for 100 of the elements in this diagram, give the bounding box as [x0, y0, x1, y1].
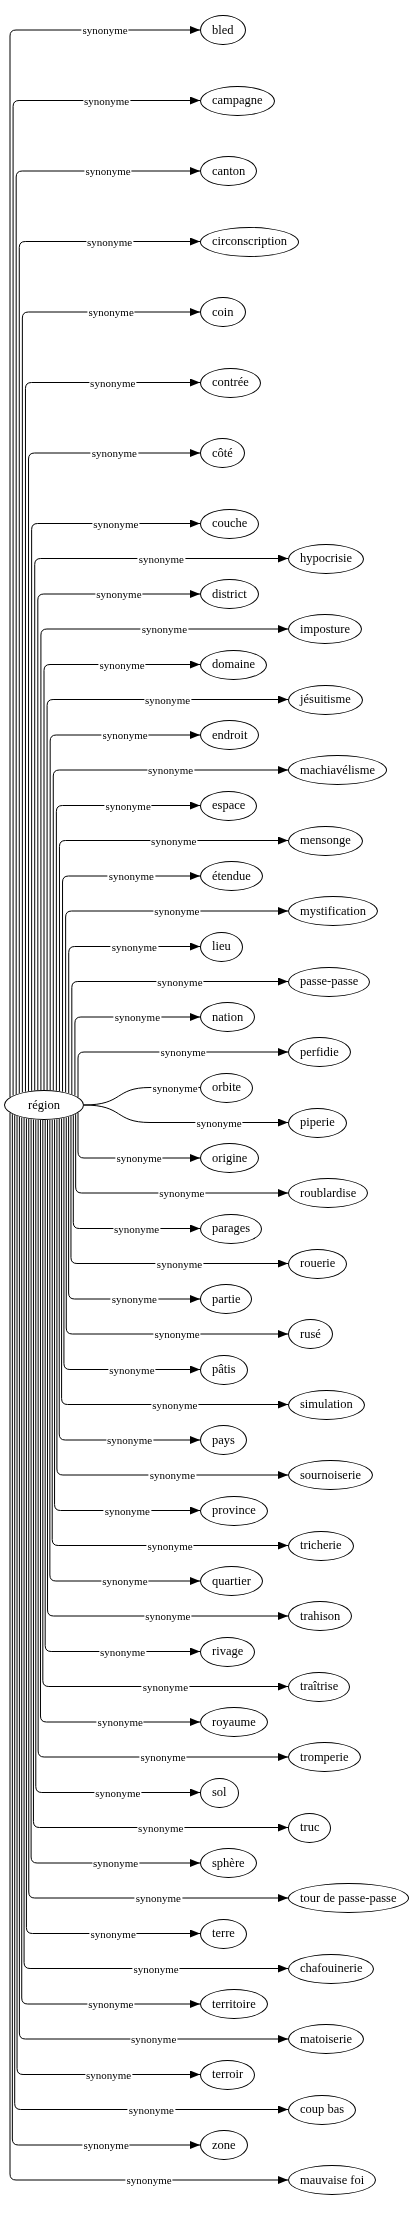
node-text: chafouinerie	[300, 1962, 363, 1975]
node-text: canton	[212, 164, 246, 178]
ellipse-node	[200, 1636, 256, 1667]
ellipse-node	[200, 1425, 247, 1455]
node-text: coin	[212, 305, 234, 319]
node-text: piperie	[300, 1116, 335, 1129]
node-text: quartier	[212, 1574, 251, 1588]
node-text: domaine	[212, 658, 256, 671]
node-text: royaume	[212, 1715, 256, 1729]
ellipse-node	[200, 1284, 253, 1314]
node-text: roublardise	[300, 1186, 357, 1200]
ellipse-node	[200, 2059, 256, 2090]
node-text: pâtis	[212, 1363, 236, 1376]
node-text: nation	[212, 1010, 244, 1024]
ellipse-node	[288, 1107, 347, 1138]
node-text: matoiserie	[300, 2032, 353, 2046]
arrow	[56, 1118, 289, 1479]
ellipse-node	[200, 1143, 260, 1173]
node-text: truc	[300, 1821, 320, 1834]
node-text: territoire	[212, 1997, 256, 2011]
arrow	[54, 1118, 201, 1515]
edge-label: synonyme	[151, 1082, 199, 1093]
node-text: terre	[212, 1927, 235, 1940]
node-text: sournoiserie	[300, 1468, 362, 1482]
ellipse-node	[200, 367, 261, 398]
arrow	[58, 1118, 201, 1444]
node-text: province	[212, 1504, 256, 1517]
node-text: hypocrisie	[300, 552, 353, 565]
arrow	[58, 836, 289, 1092]
node-text: terroir	[212, 2068, 244, 2081]
node-text: tromperie	[300, 1750, 349, 1764]
node-text: mensonge	[300, 834, 351, 847]
arrow	[34, 554, 289, 1091]
arrow	[40, 625, 289, 1091]
ellipse-node	[200, 508, 260, 539]
node-text: circonscription	[212, 235, 287, 248]
node-text: traîtrise	[300, 1680, 339, 1693]
arrow	[49, 731, 201, 1091]
node-text: imposture	[300, 622, 350, 636]
arrow	[43, 660, 201, 1091]
ellipse-node	[200, 1566, 263, 1596]
node-text: endroit	[212, 728, 248, 742]
ellipse-node	[200, 1072, 254, 1103]
arrow	[37, 590, 201, 1091]
node-text: jésuitisme	[300, 693, 351, 706]
ellipse-node	[200, 790, 258, 821]
node-text: tricherie	[300, 1539, 342, 1552]
node-text: zone	[212, 2138, 236, 2152]
ellipse-node	[200, 579, 259, 609]
ellipse-node	[288, 1812, 332, 1843]
node-text: rivage	[212, 1645, 244, 1658]
ellipse-node	[200, 15, 246, 45]
node-text: pays	[212, 1433, 235, 1447]
node-text: rouerie	[300, 1257, 336, 1270]
arrow	[49, 1119, 201, 1585]
node-text: mauvaise foi	[300, 2173, 365, 2187]
node-text: machiavélisme	[300, 763, 375, 777]
ellipse-node	[200, 931, 243, 962]
ellipse-node	[200, 438, 245, 468]
node-text: parages	[212, 1222, 251, 1235]
node-text: origine	[212, 1151, 248, 1165]
ellipse-node	[288, 1037, 351, 1067]
ellipse-node	[200, 1354, 248, 1385]
ellipse-node	[200, 297, 246, 327]
ellipse-node	[288, 1671, 351, 1702]
node-text: simulation	[300, 1398, 353, 1411]
node-text: rusé	[300, 1327, 321, 1341]
node-text: sol	[212, 1786, 227, 1799]
node-text: région	[28, 1098, 60, 1112]
ellipse-node	[288, 1601, 353, 1631]
node-text: trahison	[300, 1609, 341, 1623]
ellipse-node	[200, 1918, 247, 1949]
ellipse-node	[200, 1777, 239, 1808]
node-text: couche	[212, 517, 248, 530]
ellipse-node	[200, 861, 263, 891]
ellipse-node	[288, 1248, 348, 1279]
ellipse-node	[200, 2130, 248, 2160]
node-text: sphère	[212, 1856, 245, 1870]
ellipse-node	[288, 1319, 333, 1349]
arrow	[51, 1119, 289, 1550]
node-text: mystification	[300, 904, 366, 918]
node-text: espace	[212, 799, 246, 812]
arrow	[55, 801, 201, 1092]
arrow	[52, 766, 289, 1091]
node-text: contrée	[212, 376, 249, 389]
node-text: passe-passe	[300, 975, 359, 988]
node-text: orbite	[212, 1081, 242, 1094]
node-text: campagne	[212, 94, 263, 107]
ellipse-node	[200, 1002, 256, 1032]
node-text: perfidie	[300, 1045, 339, 1059]
node-text: partie	[212, 1292, 241, 1306]
ellipse-node	[200, 156, 258, 186]
node-text: district	[212, 587, 247, 601]
arrow	[65, 1116, 289, 1338]
ellipse-node	[200, 1848, 257, 1878]
arrow	[46, 695, 289, 1091]
arrow	[65, 907, 289, 1093]
node-text: coup bas	[300, 2103, 345, 2116]
node-text: étendue	[212, 869, 251, 883]
node-text: lieu	[212, 940, 231, 953]
